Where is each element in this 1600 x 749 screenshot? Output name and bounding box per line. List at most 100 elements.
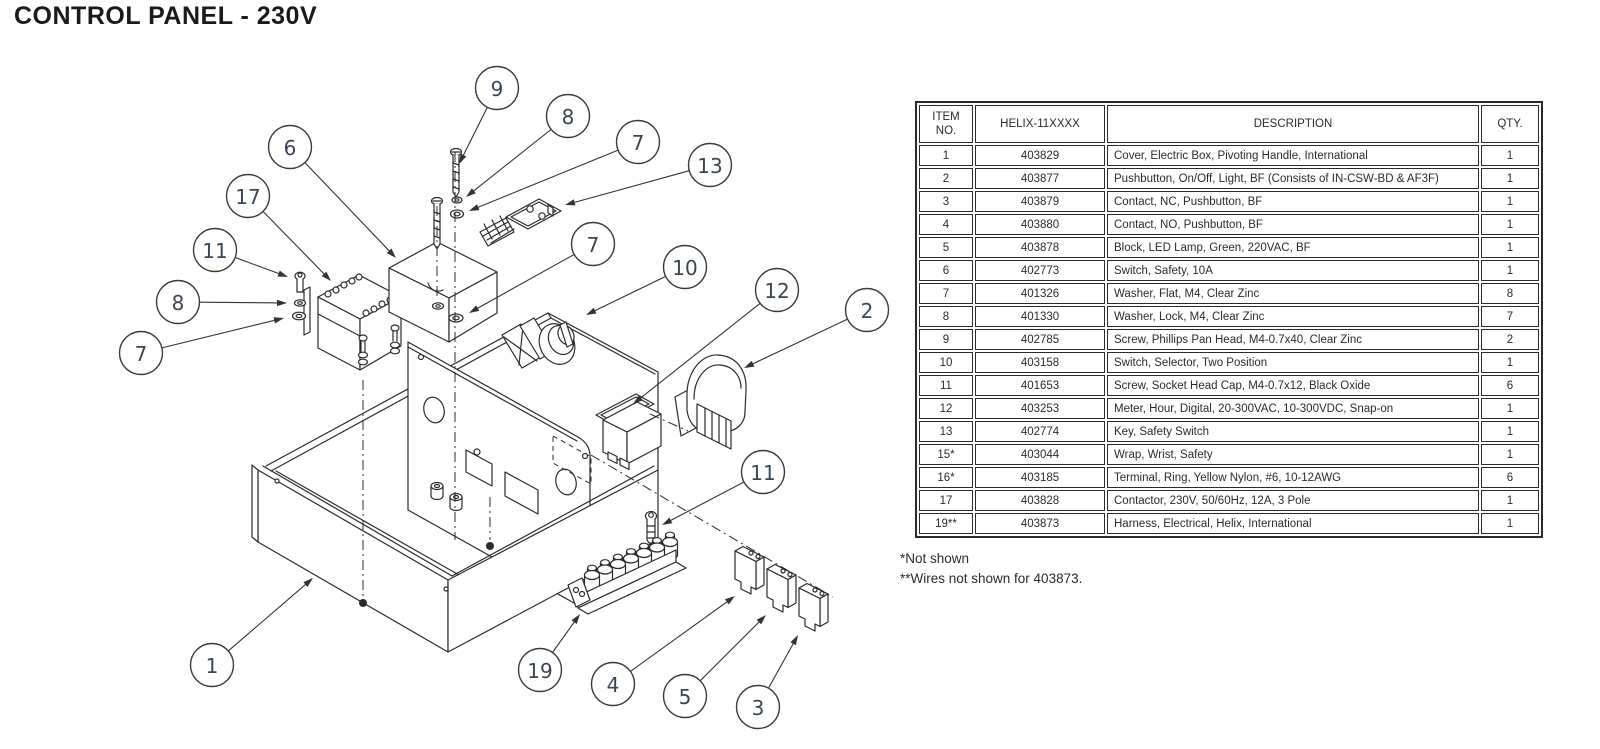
cell-part: 402785 — [975, 329, 1105, 350]
cell-qty: 8 — [1481, 283, 1539, 304]
cell-qty: 7 — [1481, 306, 1539, 327]
cell-qty: 1 — [1481, 237, 1539, 258]
cell-part: 403877 — [975, 168, 1105, 189]
cell-desc: Contact, NC, Pushbutton, BF — [1107, 191, 1479, 212]
col-header-item: ITEM NO. — [919, 105, 973, 143]
cell-part: 403044 — [975, 444, 1105, 465]
svg-text:4: 4 — [607, 673, 620, 697]
col-header-part: HELIX-11XXXX — [975, 105, 1105, 143]
cell-qty: 1 — [1481, 168, 1539, 189]
cell-part: 403158 — [975, 352, 1105, 373]
cell-part: 403253 — [975, 398, 1105, 419]
svg-text:3: 3 — [752, 696, 765, 720]
footnote-not-shown: *Not shown — [900, 551, 970, 566]
cell-desc: Terminal, Ring, Yellow Nylon, #6, 10-12A… — [1107, 467, 1479, 488]
cell-item: 5 — [919, 237, 973, 258]
col-header-qty: QTY. — [1481, 105, 1539, 143]
cell-item: 16* — [919, 467, 973, 488]
svg-text:7: 7 — [135, 342, 148, 366]
cell-desc: Harness, Electrical, Helix, Internationa… — [1107, 513, 1479, 534]
svg-text:2: 2 — [861, 299, 874, 323]
cell-qty: 1 — [1481, 260, 1539, 281]
balloon-7: 7 — [469, 221, 616, 313]
socket-screw-lower — [644, 510, 658, 544]
svg-text:1: 1 — [206, 654, 219, 678]
cell-item: 10 — [919, 352, 973, 373]
svg-text:7: 7 — [632, 131, 645, 155]
cell-qty: 1 — [1481, 191, 1539, 212]
cell-qty: 1 — [1481, 444, 1539, 465]
balloon-12: 12 — [633, 267, 800, 404]
svg-text:17: 17 — [235, 185, 260, 209]
hidden-cutout — [552, 435, 592, 485]
col-header-description: DESCRIPTION — [1107, 105, 1479, 143]
cell-qty: 1 — [1481, 421, 1539, 442]
svg-text:11: 11 — [202, 239, 227, 263]
balloon-3: 3 — [735, 635, 798, 730]
page-title: CONTROL PANEL - 230V — [14, 2, 318, 30]
cell-desc: Key, Safety Switch — [1107, 421, 1479, 442]
safety-key — [479, 198, 562, 247]
cell-item: 2 — [919, 168, 973, 189]
cell-desc: Screw, Socket Head Cap, M4-0.7x12, Black… — [1107, 375, 1479, 396]
cell-part: 403829 — [975, 145, 1105, 166]
cell-item: 4 — [919, 214, 973, 235]
cell-part: 403878 — [975, 237, 1105, 258]
cell-desc: Cover, Electric Box, Pivoting Handle, In… — [1107, 145, 1479, 166]
cell-part: 401326 — [975, 283, 1105, 304]
cell-desc: Washer, Lock, M4, Clear Zinc — [1107, 306, 1479, 327]
contact-blocks — [734, 545, 829, 632]
cell-qty: 6 — [1481, 375, 1539, 396]
balloon-13: 13 — [565, 142, 733, 206]
cell-item: 11 — [919, 375, 973, 396]
balloon-1: 1 — [189, 578, 313, 688]
cell-desc: Wrap, Wrist, Safety — [1107, 444, 1479, 465]
balloon-5: 5 — [662, 615, 766, 719]
cell-part: 403828 — [975, 490, 1105, 511]
footnotes: *Not shown **Wires not shown for 403873. — [900, 549, 1082, 589]
cell-desc: Washer, Flat, M4, Clear Zinc — [1107, 283, 1479, 304]
svg-text:6: 6 — [284, 136, 297, 160]
cell-desc: Switch, Safety, 10A — [1107, 260, 1479, 281]
cell-qty: 2 — [1481, 329, 1539, 350]
cell-qty: 1 — [1481, 513, 1539, 534]
cell-part: 401330 — [975, 306, 1105, 327]
balloon-9: 9 — [459, 65, 520, 164]
svg-text:8: 8 — [562, 105, 575, 129]
svg-text:10: 10 — [672, 256, 697, 280]
parts-table: ITEM NO. HELIX-11XXXX DESCRIPTION QTY. 1… — [915, 101, 1543, 538]
balloon-8: 8 — [466, 93, 591, 197]
svg-text:11: 11 — [750, 461, 775, 485]
cell-desc: Contact, NO, Pushbutton, BF — [1107, 214, 1479, 235]
balloon-10: 10 — [586, 244, 708, 315]
table-header-row: ITEM NO. HELIX-11XXXX DESCRIPTION QTY. — [919, 105, 1539, 143]
contactor — [303, 273, 402, 371]
cell-part: 403879 — [975, 191, 1105, 212]
pushbutton — [674, 354, 747, 450]
cell-qty: 1 — [1481, 398, 1539, 419]
cell-qty: 1 — [1481, 145, 1539, 166]
svg-text:8: 8 — [172, 291, 185, 315]
cell-qty: 1 — [1481, 352, 1539, 373]
cell-qty: 1 — [1481, 214, 1539, 235]
cell-item: 9 — [919, 329, 973, 350]
cell-desc: Screw, Phillips Pan Head, M4-0.7x40, Cle… — [1107, 329, 1479, 350]
selector-switch — [501, 317, 576, 369]
cell-desc: Meter, Hour, Digital, 20-300VAC, 10-300V… — [1107, 398, 1479, 419]
screw-washer-set-left — [291, 271, 307, 321]
cell-part: 402774 — [975, 421, 1105, 442]
cell-item: 3 — [919, 191, 973, 212]
cell-part: 403873 — [975, 513, 1105, 534]
cell-item: 12 — [919, 398, 973, 419]
standoffs — [430, 481, 463, 512]
